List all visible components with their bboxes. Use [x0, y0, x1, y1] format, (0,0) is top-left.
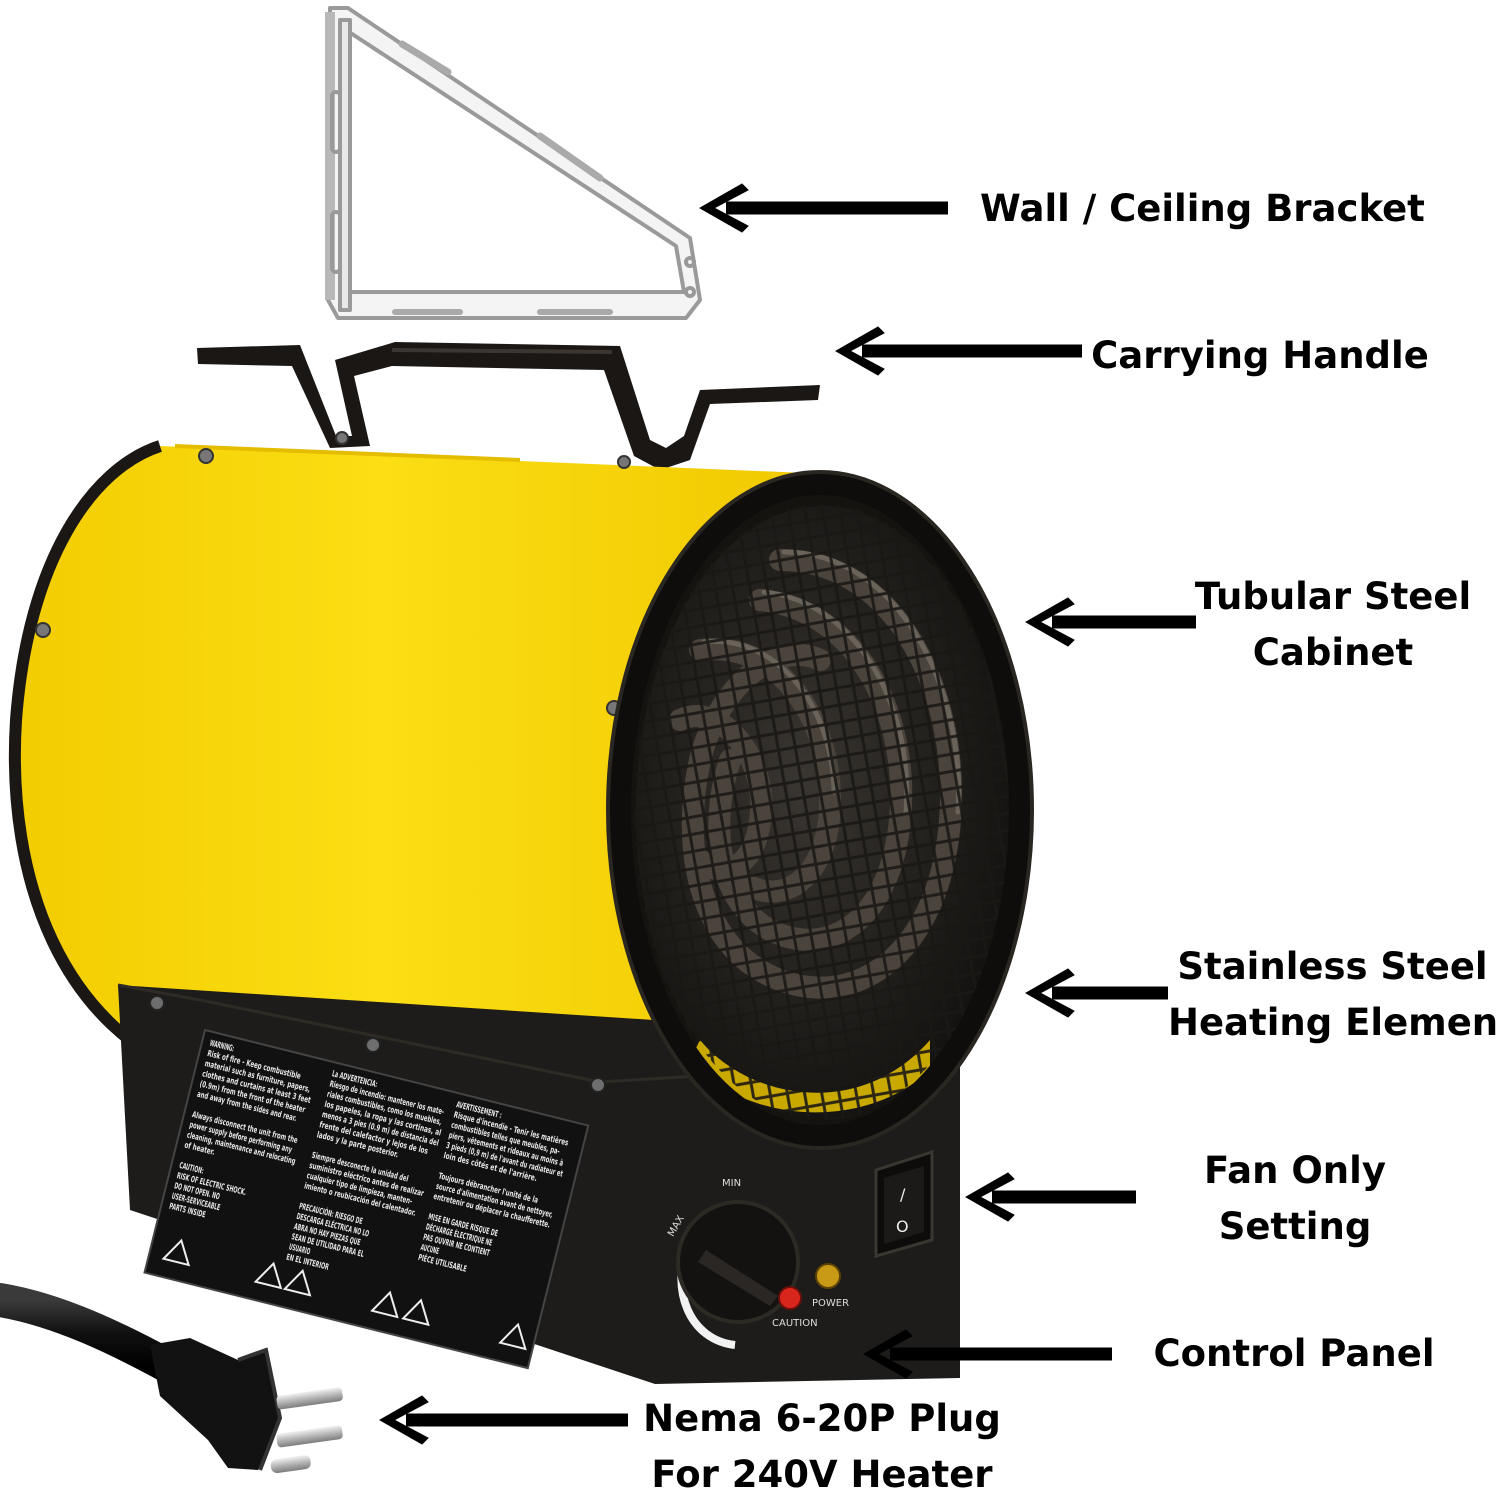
- sticker-text-line: AUCUNE: [420, 1243, 441, 1257]
- label-stainless-steel-heating-element: Stainless Steel Heating Element: [1168, 939, 1497, 1051]
- label-line: Heating Element: [1168, 1001, 1497, 1044]
- shock-warning-icon-1: [161, 1238, 191, 1267]
- arrow-plug: [378, 1395, 628, 1445]
- caution-label: CAUTION: [772, 1318, 818, 1329]
- arrow-handle: [834, 326, 1082, 376]
- shock-warning-icon-5: [401, 1298, 430, 1327]
- shock-warning-icon-4: [370, 1290, 399, 1319]
- label-line: Nema 6-20P Plug: [643, 1397, 1001, 1440]
- shock-warning-icon-2: [253, 1261, 283, 1290]
- tubular-steel-cabinet: [8, 431, 831, 1140]
- label-line: Setting: [1218, 1205, 1372, 1248]
- plug-prong-top: [276, 1387, 343, 1410]
- dial-mark-min: MIN: [722, 1178, 741, 1189]
- arrow-fan: [964, 1172, 1136, 1222]
- plug-prong-bottom: [276, 1425, 343, 1448]
- shock-warning-icon-6: [498, 1322, 527, 1351]
- arrow-cabinet: [1024, 597, 1196, 647]
- label-line: Tubular Steel: [1194, 575, 1472, 618]
- nema-6-20p-plug: [0, 1283, 343, 1474]
- arrow-bracket: [698, 183, 948, 233]
- label-fan-only-setting: Fan Only Setting: [1180, 1143, 1410, 1255]
- control-panel: MAX MIN CAUTION POWER / O: [666, 1149, 934, 1349]
- shock-warning-icon-3: [282, 1268, 312, 1297]
- power-label: POWER: [812, 1298, 849, 1309]
- label-line: Control Panel: [1153, 1332, 1435, 1375]
- label-line: Carrying Handle: [1091, 334, 1429, 377]
- arrow-control: [862, 1329, 1112, 1379]
- label-line: For 240V Heater: [651, 1453, 993, 1496]
- switch-off-mark: O: [896, 1217, 909, 1236]
- label-tubular-steel-cabinet: Tubular Steel Cabinet: [1188, 569, 1478, 681]
- switch-on-mark: /: [900, 1185, 906, 1204]
- label-line: Stainless Steel: [1177, 945, 1488, 988]
- callout-arrows: [378, 183, 1196, 1445]
- label-line: Fan Only: [1204, 1149, 1386, 1192]
- label-carrying-handle: Carrying Handle: [1090, 328, 1430, 384]
- label-nema-plug: Nema 6-20P Plug For 240V Heater: [642, 1391, 1002, 1503]
- label-line: Wall / Ceiling Bracket: [980, 187, 1425, 230]
- plug-ground-pin: [270, 1455, 311, 1474]
- thermostat-knob[interactable]: [698, 1250, 778, 1306]
- label-wall-ceiling-bracket: Wall / Ceiling Bracket: [980, 181, 1425, 237]
- warning-sticker: WARNING:Risk of fire - Keep combustiblem…: [143, 1028, 590, 1370]
- front-grille: [606, 470, 1034, 1150]
- power-indicator-light: [815, 1263, 841, 1289]
- caution-indicator-red: [778, 1286, 802, 1310]
- label-line: Cabinet: [1252, 631, 1414, 674]
- carrying-handle: [197, 342, 820, 470]
- power-cord: [0, 1283, 185, 1383]
- arrow-element: [1024, 968, 1168, 1018]
- label-control-panel: Control Panel: [1146, 1326, 1442, 1382]
- wall-ceiling-bracket: [325, 6, 702, 320]
- fan-only-switch[interactable]: / O: [874, 1149, 934, 1258]
